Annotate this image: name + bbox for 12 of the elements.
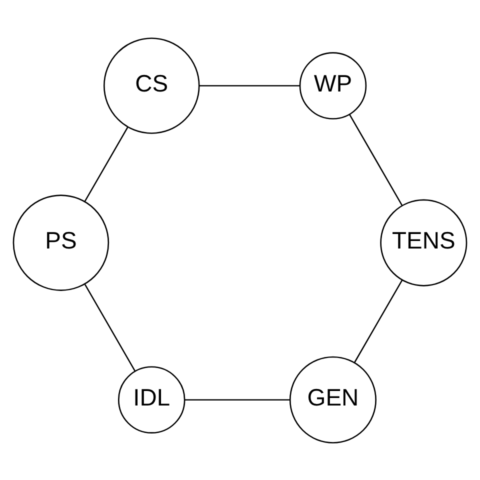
connector [84,126,128,202]
node-circle: IDL [118,366,186,433]
node-circle: TENS [380,198,468,286]
connector [354,279,403,362]
node-circle: WP [299,52,367,119]
node-circle: GEN [289,356,376,443]
connector [199,84,300,86]
node-circle: CS [103,37,200,134]
connector [184,398,290,400]
node-circle: PS [12,194,110,290]
connector [84,284,136,371]
connector [349,114,403,206]
